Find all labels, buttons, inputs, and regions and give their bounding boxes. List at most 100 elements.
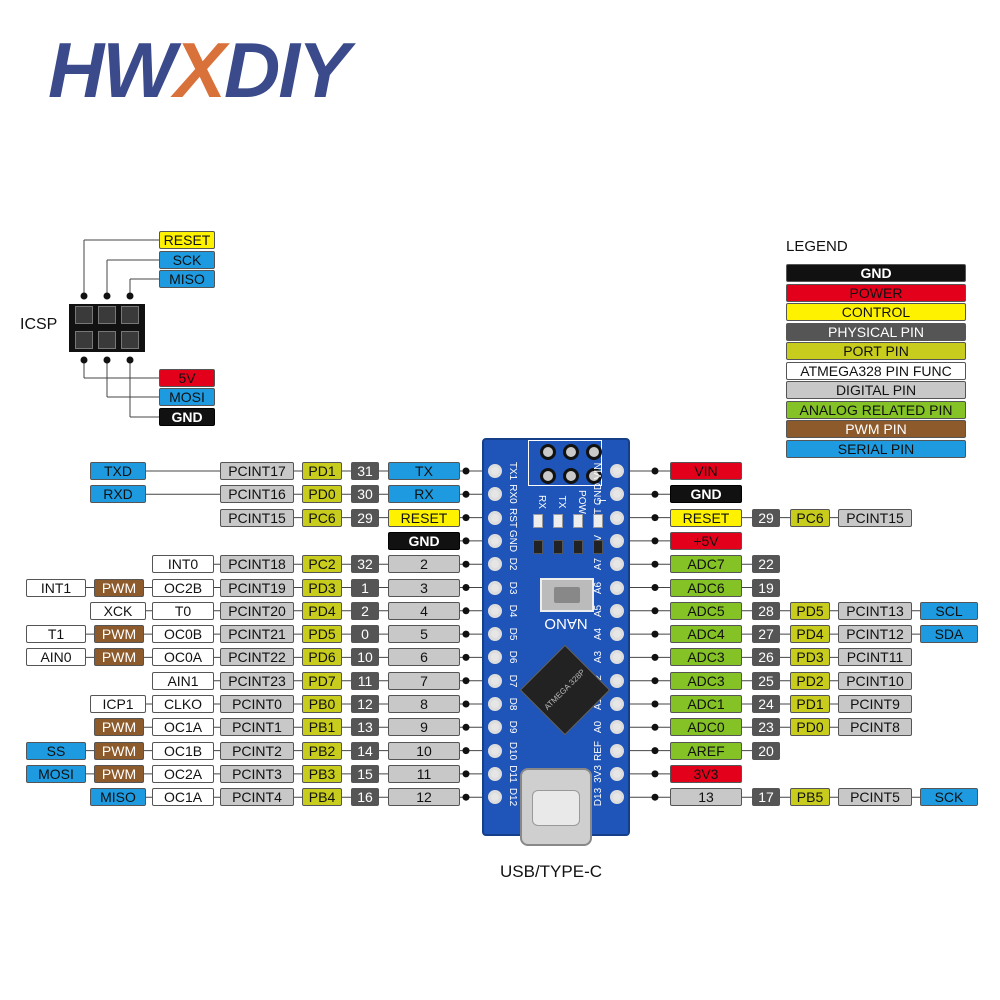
right-pin-adc0: ADC0 [670,718,742,737]
port-pin: PB5 [790,788,830,807]
left-row-dot [462,700,470,708]
left-row-dot [462,630,470,638]
right-pad [610,650,624,665]
left-pin-12: 12 [388,788,460,807]
right-row-dot [651,490,659,498]
right-pad [610,557,624,572]
left-pin-4: 4 [388,601,460,620]
silk-left-label: D9 [507,720,518,734]
port-pin: PD2 [790,671,830,690]
right-pin-adc6: ADC6 [670,578,742,597]
reset-button-cap [554,587,580,603]
icsp-pin [75,331,93,349]
legend-item: ANALOG RELATED PIN [786,400,966,419]
right-pad [610,766,624,781]
right-pad [610,720,624,735]
left-pin-gnd: GND [388,531,460,550]
pcint-label: PCINT19 [220,578,294,597]
physical-pin: 16 [351,788,379,807]
port-pin: PD7 [302,671,342,690]
pin-alt-function: MISO [90,788,146,807]
port-pin: PD3 [790,648,830,667]
left-pin-8: 8 [388,695,460,713]
port-pin: PB0 [302,695,342,713]
icsp-pin-dot [103,292,111,300]
right-pin-gnd: GND [670,485,742,504]
right-pin-13: 13 [670,788,742,807]
usb-type-c-label: USB/TYPE-C [500,862,603,881]
physical-pin: 2 [351,601,379,620]
pcint-label: PCINT15 [220,508,294,527]
port-pin: PD1 [790,695,830,713]
physical-pin: 12 [351,695,379,713]
right-row-dot [651,723,659,731]
left-row-dot [462,467,470,475]
pwm-label: PWM [94,578,144,597]
icsp-pin-dot [126,356,134,364]
pin-function: AIN1 [152,671,214,690]
right-pin-adc7: ADC7 [670,555,742,574]
left-pad [488,673,502,688]
pcint-label: PCINT8 [838,718,912,737]
physical-pin: 11 [351,671,379,690]
pin-alt-function: SS [26,741,86,760]
port-pin: PD5 [302,625,342,644]
icsp-pin [121,331,139,349]
left-pad [488,766,502,781]
silk-left-label: D4 [507,604,518,618]
pin-function: OC2B [152,578,214,597]
legend-item: PORT PIN [786,342,966,360]
pin-alt-function: XCK [90,601,146,620]
right-pin-adc3: ADC3 [670,648,742,667]
left-row-dot [462,607,470,615]
port-pin: PB2 [302,741,342,760]
pwm-label: PWM [94,741,144,760]
left-pin-tx: TX [388,462,460,480]
left-pad [488,650,502,665]
right-pad [610,627,624,642]
port-pin: PD3 [302,578,342,597]
pcint-label: PCINT18 [220,555,294,574]
physical-pin: 28 [752,601,780,620]
right-row-dot [651,537,659,545]
left-row-dot [462,584,470,591]
brand-logo: HWXDIY [48,26,350,114]
left-pad [488,580,502,595]
pcint-label: PCINT1 [220,718,294,737]
left-pin-rx: RX [388,485,460,504]
pcint-label: PCINT20 [220,601,294,620]
left-row-dot [462,490,470,498]
icsp-pin-label: SCK [159,251,215,269]
legend-item: CONTROL [786,303,966,321]
physical-pin: 24 [752,695,780,713]
left-row-dot [462,560,470,568]
pwm-label: PWM [94,625,144,644]
left-pad [488,627,502,642]
physical-pin: 27 [752,625,780,644]
left-pin-11: 11 [388,764,460,783]
pcint-label: PCINT5 [838,788,912,807]
icsp-pin [75,306,93,324]
right-pin-3v3: 3V3 [670,764,742,783]
silk-right-label: A3 [593,651,604,664]
resistor [573,540,583,554]
icsp-pin-label: RESET [159,231,215,249]
pcint-label: PCINT22 [220,648,294,667]
left-row-dot [462,793,470,801]
pin-function: T0 [152,601,214,620]
physical-pin: 10 [351,648,379,667]
board-name: NANO [544,615,588,632]
left-row-dot [462,653,470,661]
silk-left-label: D5 [507,627,518,641]
right-pad [610,464,624,478]
physical-pin: 29 [351,508,379,527]
silk-left-label: RST [507,507,518,528]
physical-pin: 26 [752,648,780,667]
pin-function: OC0B [152,625,214,644]
port-pin: PD5 [790,601,830,620]
pin-alt-function: INT1 [26,578,86,597]
port-pin: PB1 [302,718,342,737]
legend-item: PWM PIN [786,420,966,438]
left-pad [488,533,502,548]
silk-right-label: A5 [593,604,604,617]
